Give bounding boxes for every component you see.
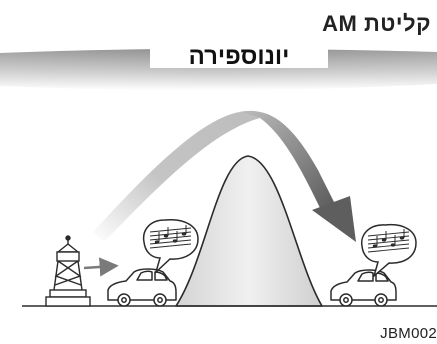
ionosphere-label: יונוספירה [150, 40, 328, 74]
music-bubble-right-icon [362, 225, 416, 276]
transmitter-tower-icon [46, 236, 90, 306]
figure-code: JBM002 [380, 325, 437, 342]
car-right-icon [331, 270, 396, 306]
car-left-icon [108, 269, 176, 306]
mountain [176, 156, 322, 306]
ground-wave-arrow [84, 266, 114, 268]
diagram-title: קליטת AM [322, 11, 431, 37]
music-bubble-left-icon [144, 220, 198, 272]
